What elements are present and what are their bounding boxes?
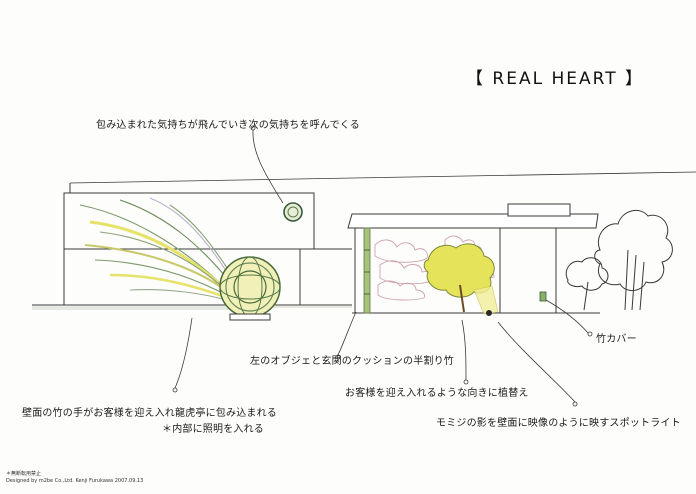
annotation-wall-bamboo: 壁面の竹の手がお客様を迎え入れ龍虎亭に包み込まれる — [22, 408, 277, 419]
outline-tree — [565, 209, 673, 311]
bamboo-pole — [363, 227, 371, 314]
ground — [32, 171, 696, 314]
annotation-replanting: お客様を迎え入れるような向きに植替え — [345, 388, 529, 399]
bamboo-sweep — [79, 197, 235, 301]
momiji-tree — [423, 243, 499, 316]
annotation-spotlight: モミジの影を壁面に映像のように映すスポットライト — [436, 418, 681, 429]
entrance — [347, 203, 599, 313]
annotation-half-bamboo: 左のオブジェと玄関のクッションの半割り竹 — [250, 356, 454, 367]
sheet-title: 【 REAL HEART 】 — [466, 69, 644, 89]
annotation-lighting: ＊内部に照明を入れる — [162, 424, 264, 435]
annotation-floating-orb: 包み込まれた気持ちが飛んでいき次の気持ちを呼んでくる — [96, 120, 360, 131]
left-wall — [63, 183, 352, 305]
copyright-notice: ＊無断転用禁止 — [6, 471, 42, 477]
bamboo-orb — [219, 256, 281, 321]
ground-texture — [32, 306, 352, 310]
designer-credit: Designed by m2be Co.,Ltd. Kenji Furukawa… — [6, 478, 144, 484]
small-orb — [283, 202, 303, 222]
leader-endpoints — [172, 125, 593, 407]
leader-lines — [174, 129, 589, 403]
bamboo-cover — [539, 291, 547, 302]
annotation-bamboo-cover: 竹カバー — [596, 334, 637, 345]
